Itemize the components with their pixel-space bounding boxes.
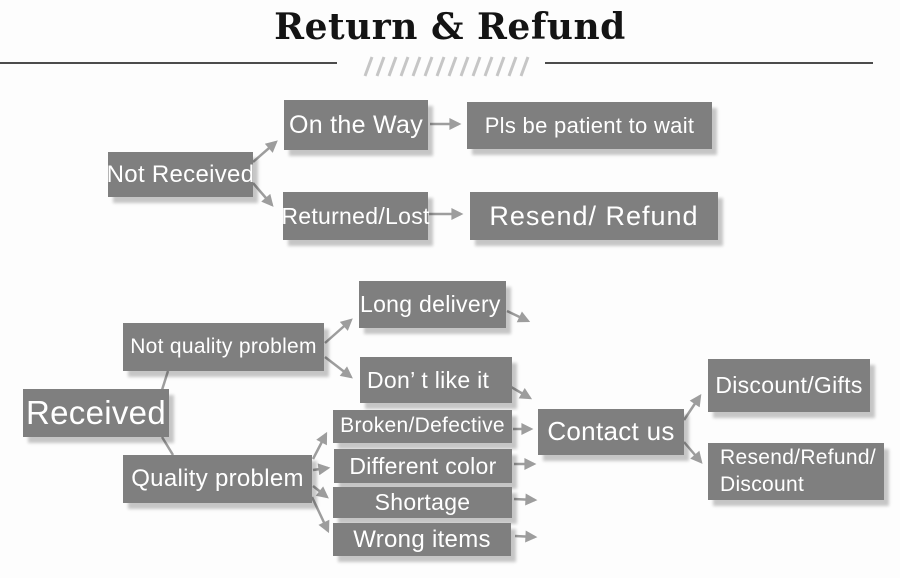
node-resend-refund: Resend/ Refund [470, 192, 718, 240]
arrow-not-received-to-on-the-way [252, 140, 278, 163]
node-different-color: Different color [334, 449, 512, 483]
arrow-contact-us-to-resend-refund-discount [683, 441, 703, 464]
header-rule-right [545, 62, 873, 64]
arrow-quality-to-wrong-items [310, 496, 330, 534]
node-returned-lost: Returned/Lost [281, 192, 429, 240]
node-pls-be-patient: Pls be patient to wait [467, 102, 712, 149]
arrow-not-quality-to-dont-like [324, 356, 353, 379]
header-rule-left [0, 62, 337, 64]
node-shortage: Shortage [333, 487, 512, 518]
line-received-to-not-quality [160, 370, 170, 391]
title-slashes-decoration [363, 56, 530, 77]
page-title: Return & Refund [274, 6, 626, 48]
node-dont-like-it: Don’ t like it [360, 357, 512, 403]
line-received-to-quality [160, 436, 175, 456]
resend-refund-discount-line2: Discount [720, 472, 805, 496]
arrow-quality-to-broken [311, 431, 328, 460]
arrow-quality-to-shortage [312, 485, 329, 499]
arrow-contact-us-to-discount-gifts [682, 394, 702, 421]
node-broken-defective: Broken/Defective [333, 410, 512, 443]
resend-refund-discount-line1: Resend/Refund/ [720, 446, 876, 470]
arrow-not-quality-to-long-delivery [324, 318, 353, 344]
arrow-not-received-to-returned-lost [252, 182, 274, 207]
node-not-quality-problem: Not quality problem [123, 323, 324, 371]
node-resend-refund-discount-text: Resend/Refund/ Discount [720, 445, 876, 498]
node-wrong-items: Wrong items [333, 523, 511, 556]
node-contact-us: Contact us [538, 409, 684, 455]
node-not-received: Not Received [107, 152, 254, 197]
node-on-the-way: On the Way [284, 100, 428, 150]
node-resend-refund-discount: Resend/Refund/ Discount [708, 443, 884, 500]
node-discount-gifts: Discount/Gifts [708, 359, 870, 412]
arrow-quality-to-different-color [312, 463, 331, 476]
arrow-wrong-items-out [514, 530, 538, 543]
node-quality-problem: Quality problem [123, 455, 312, 503]
arrow-long-delivery-out [506, 309, 531, 323]
node-received: Received [23, 389, 169, 437]
node-long-delivery: Long delivery [359, 281, 506, 328]
arrow-shortage-out [513, 493, 538, 506]
